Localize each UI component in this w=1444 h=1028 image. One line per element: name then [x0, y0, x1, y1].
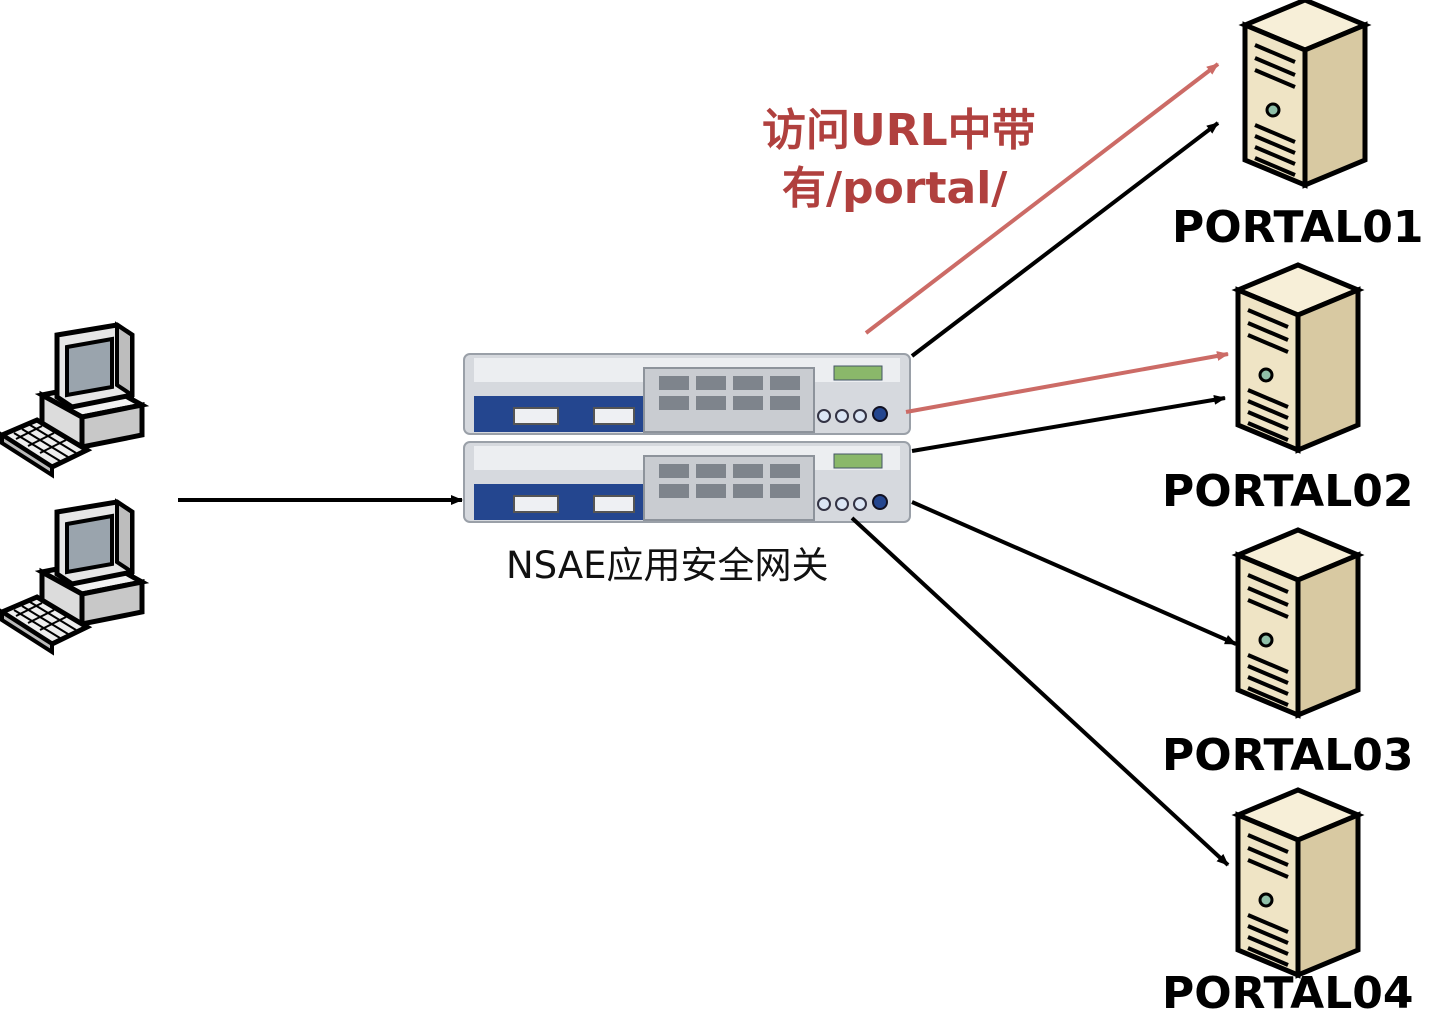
- rule-label-line1: 访问URL中带: [762, 105, 1036, 156]
- server-icon-portal01: [1245, 0, 1365, 185]
- black-arrow-to-portal04: [850, 516, 1230, 867]
- server-label-portal01: PORTAL01: [1172, 202, 1424, 253]
- red-arrow-to-portal01: [864, 62, 1220, 335]
- gateway-appliance-icon: [463, 353, 911, 523]
- black-arrow-to-portal01: [910, 121, 1220, 358]
- black-arrow-to-portal02: [911, 394, 1226, 453]
- server-icon-portal03: [1238, 530, 1358, 715]
- gateway-label: NSAE应用安全网关: [506, 544, 829, 587]
- red-arrow-to-portal02: [905, 351, 1229, 414]
- server-icon-portal04: [1238, 790, 1358, 975]
- rule-label-line2: 有/portal/: [782, 163, 1008, 214]
- client-computer-icon-2: [2, 502, 142, 652]
- black-arrow-to-portal03: [911, 500, 1237, 646]
- server-label-portal04: PORTAL04: [1162, 968, 1414, 1019]
- client-computer-icon-1: [2, 325, 142, 475]
- server-label-portal03: PORTAL03: [1162, 730, 1414, 781]
- server-label-portal02: PORTAL02: [1162, 466, 1414, 517]
- server-icon-portal02: [1238, 265, 1358, 450]
